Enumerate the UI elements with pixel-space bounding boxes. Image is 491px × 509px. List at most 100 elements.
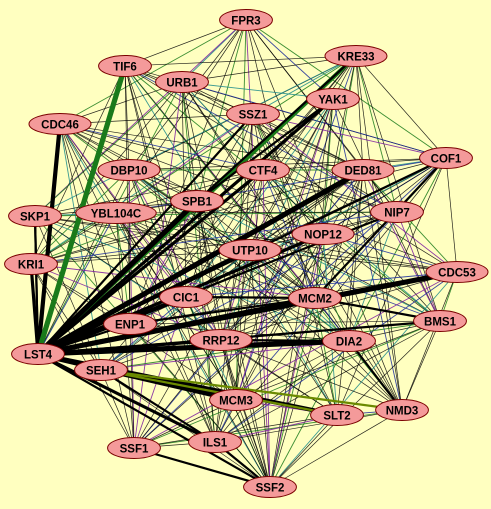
edge	[133, 98, 334, 449]
edge	[220, 271, 458, 341]
node-fpr3[interactable]: FPR3	[219, 9, 273, 31]
edge	[181, 81, 364, 171]
node-lst4[interactable]: LST4	[11, 343, 65, 365]
node-ctf4[interactable]: CTF4	[236, 159, 290, 181]
edge	[220, 339, 403, 411]
edge	[252, 55, 357, 115]
node-spb1[interactable]: SPB1	[170, 190, 224, 212]
edge	[185, 271, 458, 298]
node-shape	[322, 330, 376, 352]
node-ils1[interactable]: ILS1	[188, 431, 242, 453]
edge	[59, 123, 264, 171]
node-shape	[4, 253, 58, 275]
node-label: KRE33	[337, 52, 374, 64]
node-label: BMS1	[424, 317, 457, 329]
edge	[262, 169, 271, 488]
node-label: SKP1	[20, 212, 51, 224]
edge	[30, 65, 126, 265]
node-label: CDC53	[438, 268, 476, 280]
edge	[124, 65, 187, 298]
node-dbp10[interactable]: DBP10	[97, 159, 161, 181]
edge	[196, 200, 237, 401]
node-shape	[288, 287, 342, 309]
node-label: SSF2	[256, 483, 285, 495]
edge-lst4-spb1	[35, 198, 200, 357]
edge	[124, 19, 247, 67]
edge	[34, 215, 251, 251]
node-label: UTP10	[232, 246, 268, 258]
node-kri1[interactable]: KRI1	[4, 253, 58, 275]
node-kre33[interactable]: KRE33	[324, 45, 388, 67]
node-nip7[interactable]: NIP7	[370, 201, 424, 223]
edge	[235, 399, 271, 488]
node-skp1[interactable]: SKP1	[8, 205, 62, 227]
node-cof1[interactable]: COF1	[419, 147, 473, 169]
edge	[322, 233, 441, 322]
edge	[100, 340, 350, 371]
node-label: DIA2	[336, 337, 362, 349]
edge-yak1-spb1	[195, 97, 335, 203]
edge-seh1-nmd3	[99, 368, 404, 412]
edge	[30, 233, 324, 265]
node-shape	[291, 223, 355, 245]
edge	[30, 263, 135, 449]
edge	[445, 157, 458, 273]
edge	[128, 169, 316, 299]
edge	[262, 169, 324, 235]
node-label: KRI1	[18, 260, 45, 272]
node-cdc53[interactable]: CDC53	[425, 261, 489, 283]
node-nmd3[interactable]: NMD3	[375, 399, 429, 421]
node-shape	[11, 343, 65, 365]
node-mcm2[interactable]: MCM2	[288, 287, 342, 309]
node-shape	[75, 202, 157, 224]
edge-lst4-utp10	[35, 247, 253, 357]
node-nop12[interactable]: NOP12	[291, 223, 355, 245]
node-rrp12[interactable]: RRP12	[189, 329, 253, 351]
node-shape	[209, 389, 263, 411]
edge	[322, 233, 338, 416]
node-label: NIP7	[384, 208, 410, 220]
edge-skp1-lst4	[33, 214, 40, 356]
edge	[401, 271, 458, 411]
node-shape	[28, 113, 92, 135]
node-label: COF1	[431, 154, 462, 166]
edge	[59, 113, 254, 125]
node-seh1[interactable]: SEH1	[74, 359, 128, 381]
node-tif6[interactable]: TIF6	[98, 55, 152, 77]
node-label: TIF6	[113, 62, 137, 74]
edge	[196, 200, 441, 322]
node-slt2[interactable]: SLT2	[310, 404, 364, 426]
node-ded81[interactable]: DED81	[331, 159, 395, 181]
edge	[100, 169, 364, 371]
node-label: ENP1	[115, 320, 146, 332]
node-ssz1[interactable]: SSZ1	[226, 103, 280, 125]
node-label: DBP10	[110, 166, 147, 178]
node-bms1[interactable]: BMS1	[413, 310, 467, 332]
edge	[355, 55, 447, 159]
edge	[30, 211, 398, 265]
node-enp1[interactable]: ENP1	[103, 313, 157, 335]
node-ybl104c[interactable]: YBL104C	[75, 202, 157, 224]
node-shape	[370, 201, 424, 223]
node-dia2[interactable]: DIA2	[322, 330, 376, 352]
node-yak1[interactable]: YAK1	[306, 88, 360, 110]
node-utp10[interactable]: UTP10	[218, 239, 282, 261]
node-label: ILS1	[203, 438, 228, 450]
edge	[181, 81, 447, 159]
node-shape	[413, 310, 467, 332]
node-ssf1[interactable]: SSF1	[107, 437, 161, 459]
edge	[59, 123, 458, 273]
node-cdc46[interactable]: CDC46	[28, 113, 92, 135]
node-shape	[243, 476, 297, 498]
edge	[220, 339, 271, 488]
node-urb1[interactable]: URB1	[155, 71, 209, 93]
edge	[129, 323, 135, 449]
node-mcm3[interactable]: MCM3	[209, 389, 263, 411]
edge	[59, 123, 364, 171]
edge-kre33-spb1	[195, 54, 358, 203]
edge	[115, 19, 247, 214]
node-cic1[interactable]: CIC1	[159, 286, 213, 308]
edge	[185, 169, 364, 298]
edge	[214, 98, 334, 443]
node-ssf2[interactable]: SSF2	[243, 476, 297, 498]
